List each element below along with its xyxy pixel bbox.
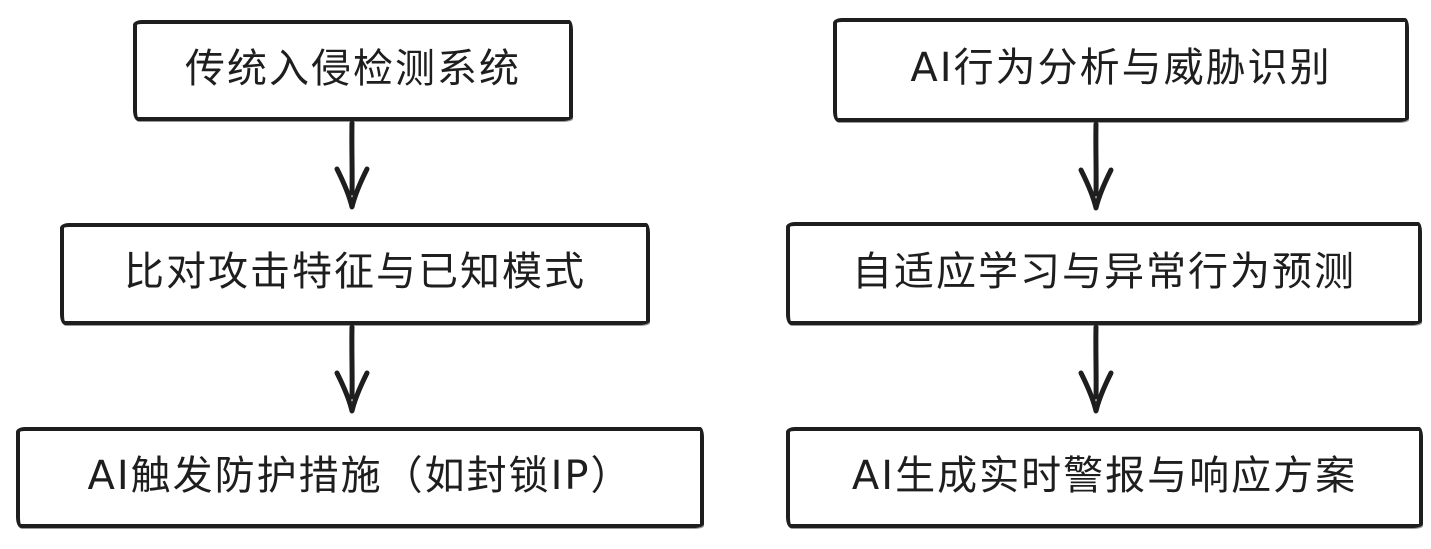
node-ai-behavior-analysis: AI行为分析与威胁识别	[833, 18, 1409, 122]
node-ai-behavior-analysis-label: AI行为分析与威胁识别	[910, 45, 1332, 91]
flow-arrow-down-icon	[1078, 122, 1114, 211]
node-signature-matching-label: 比对攻击特征与已知模式	[124, 249, 586, 295]
node-ai-alerts-label: AI生成实时警报与响应方案	[851, 452, 1358, 499]
flow-arrow-down-icon	[334, 325, 370, 414]
node-traditional-ids: 传统入侵检测系统	[133, 20, 573, 121]
node-ai-protection-label: AI触发防护措施（如封锁IP）	[87, 452, 633, 499]
node-adaptive-learning: 自适应学习与异常行为预测	[786, 222, 1422, 325]
node-adaptive-learning-label: 自适应学习与异常行为预测	[852, 248, 1356, 295]
node-traditional-ids-label: 传统入侵检测系统	[185, 45, 521, 92]
flow-arrow-down-icon	[1078, 325, 1114, 414]
node-signature-matching: 比对攻击特征与已知模式	[60, 223, 650, 325]
flow-arrow-down-icon	[334, 121, 370, 210]
node-ai-alerts: AI生成实时警报与响应方案	[786, 427, 1423, 528]
node-ai-protection: AI触发防护措施（如封锁IP）	[16, 427, 704, 528]
